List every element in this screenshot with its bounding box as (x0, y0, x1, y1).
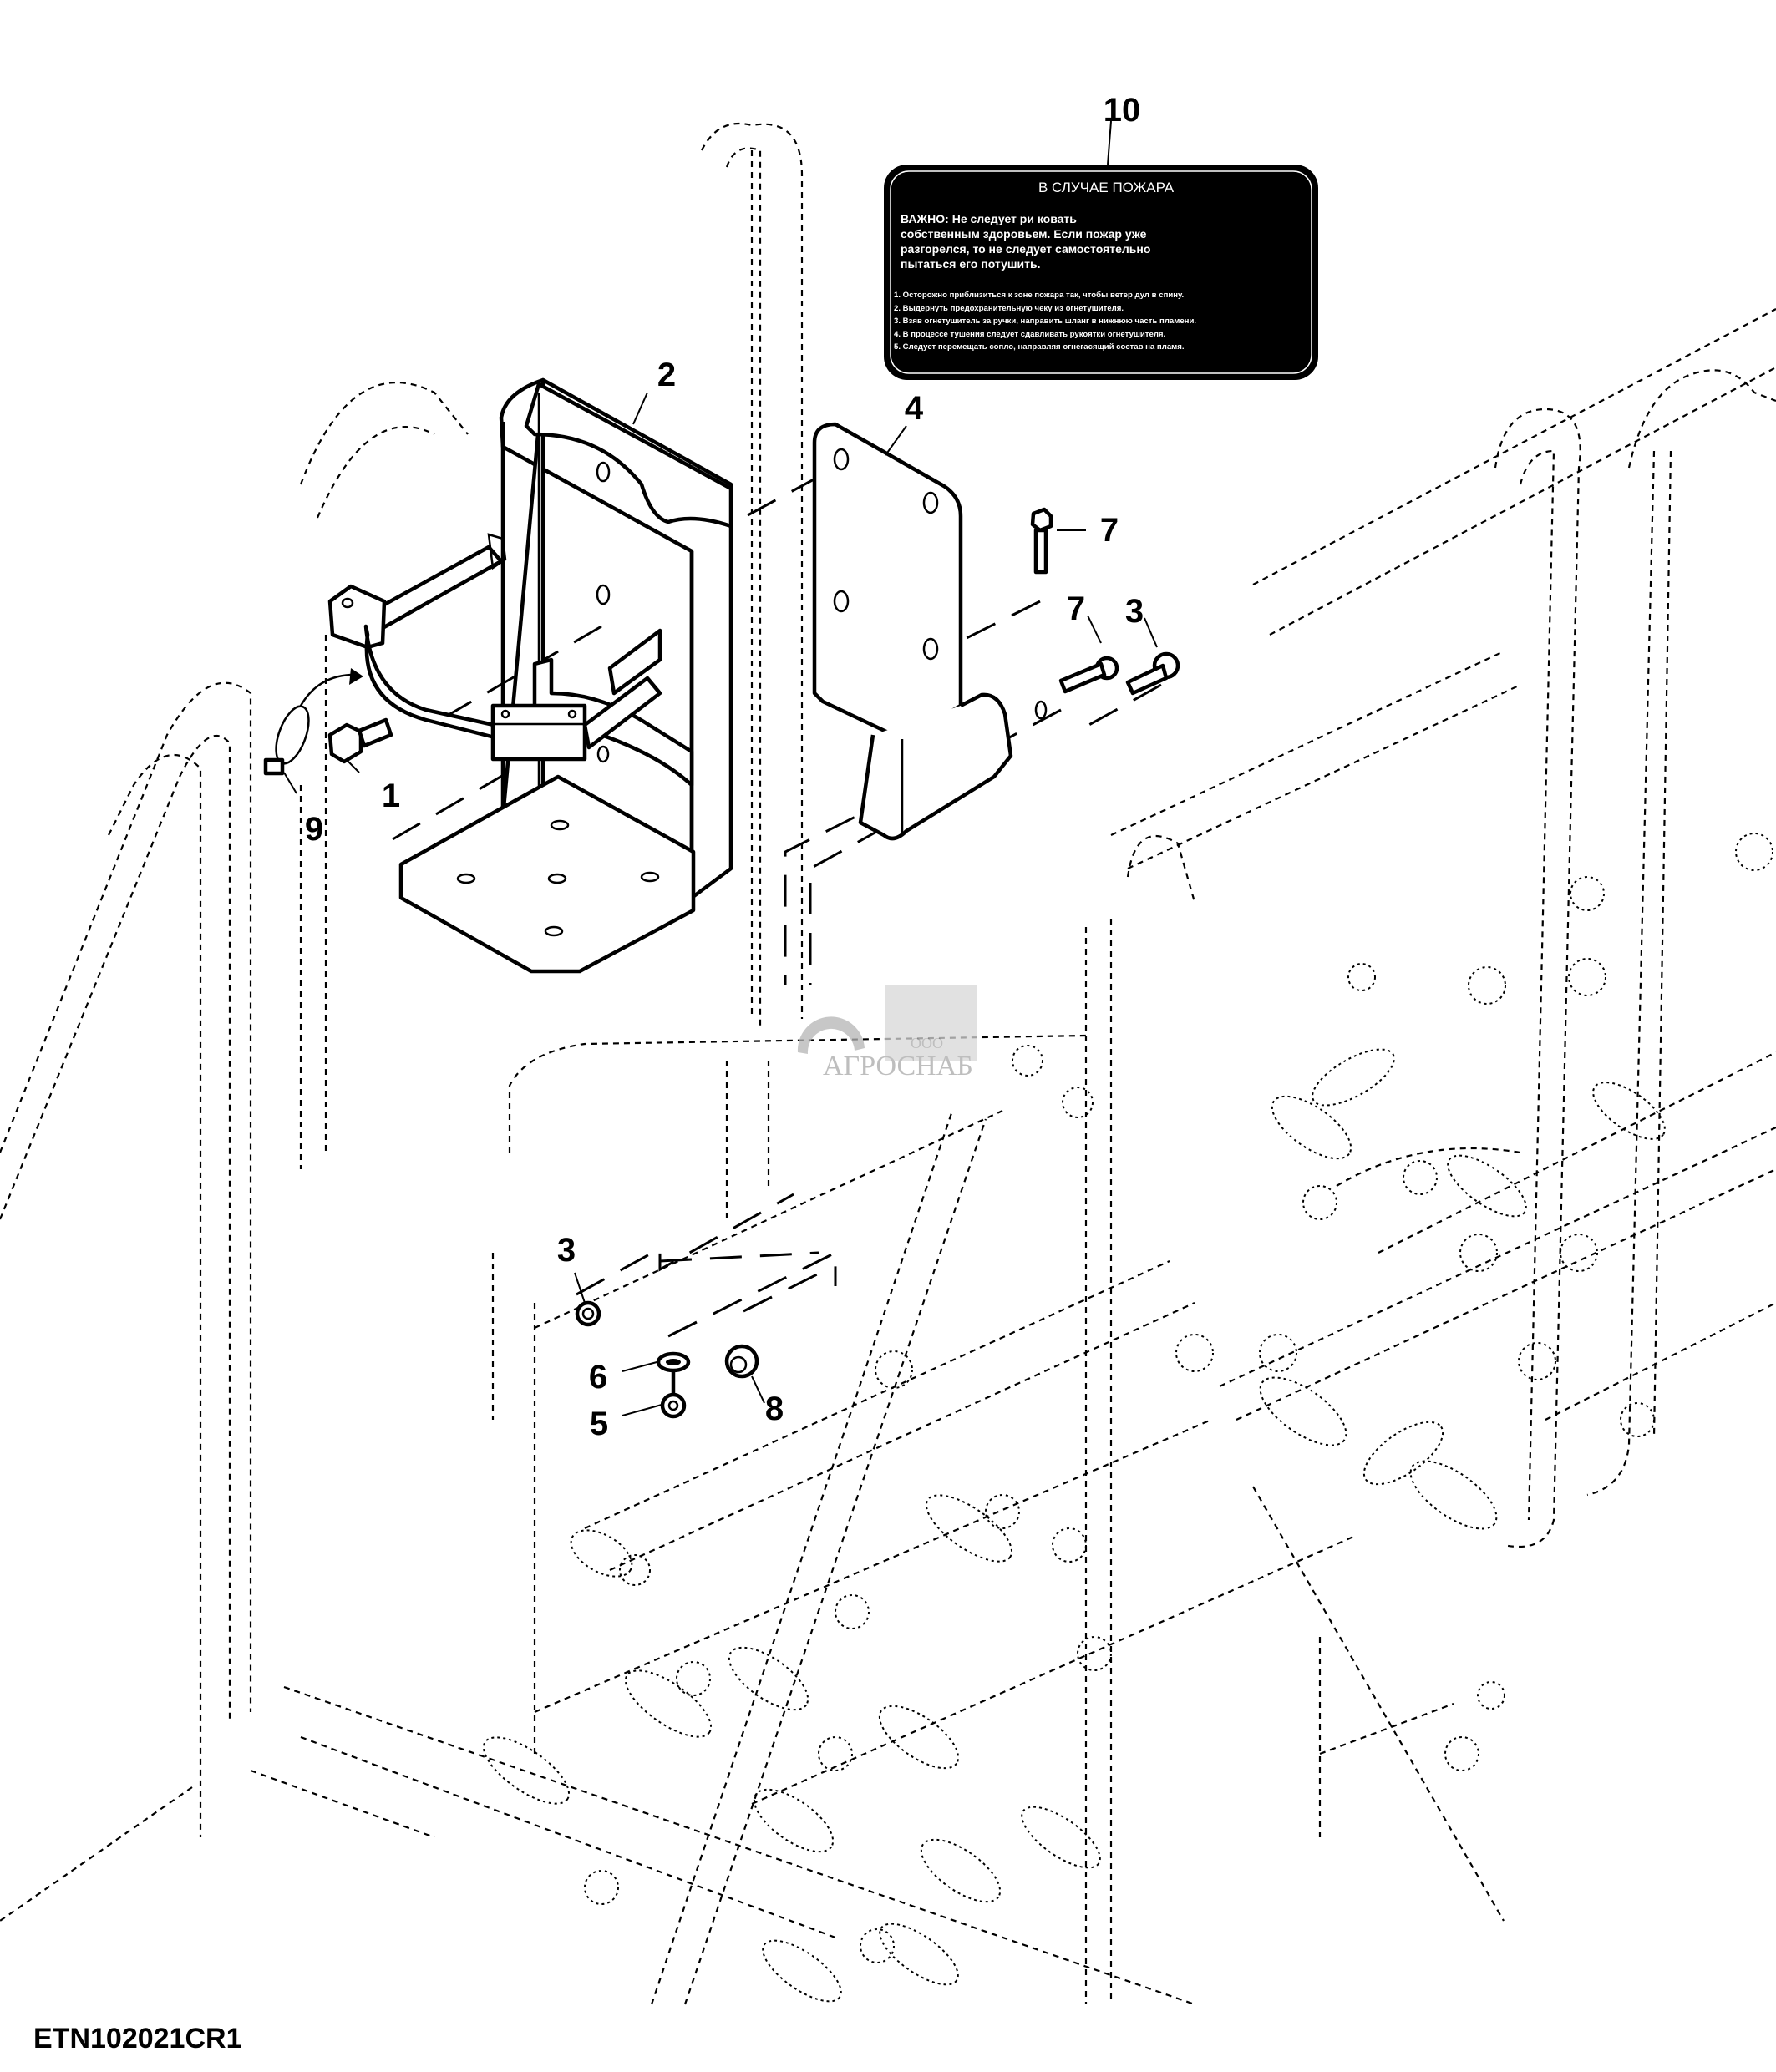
decal-step: 3. Взяв огнетушитель за ручки, направить… (894, 317, 1196, 326)
retaining-pin-9[interactable] (263, 668, 363, 776)
mounting-plate[interactable] (812, 422, 1048, 841)
callout-3-lower[interactable]: 5 (590, 1406, 608, 1442)
callout-labels: 10 2 4 7 7 3 1 9 3 6 5 8 (305, 92, 1144, 1442)
safety-decal[interactable]: В СЛУЧАЕ ПОЖАРА ВАЖНО: Не следует ри ков… (884, 165, 1318, 380)
extinguisher-bracket[interactable] (327, 377, 733, 974)
right-handrail (1494, 408, 1581, 1548)
bolt-7-vertical[interactable] (1030, 507, 1053, 575)
decal-step: 5. Следует перемещать сопло, направляя о… (894, 342, 1185, 352)
decal-important-line: ВАЖНО: Не следует ри ковать (901, 212, 1077, 225)
combine-harvester-icon (885, 985, 977, 1061)
gear-icon (797, 1016, 865, 1054)
callout-3-upper[interactable]: 3 (557, 1232, 576, 1269)
nut-3-lower[interactable] (660, 1370, 687, 1419)
callout-4[interactable]: 3 (1125, 593, 1144, 630)
left-handrail (0, 681, 252, 1712)
callout-1[interactable]: 1 (382, 778, 400, 814)
callout-7-lower[interactable]: 7 (1067, 590, 1085, 627)
left-handrail-inner (0, 734, 231, 1720)
callout-5[interactable]: 4 (905, 390, 924, 427)
leader-lines (283, 120, 1158, 1416)
nut-8[interactable] (724, 1344, 759, 1379)
figure-code: ETN102021CR1 (33, 2023, 241, 2054)
bolt-4[interactable] (1125, 651, 1180, 696)
decal-step: 4. В процессе тушения следует сдавливать… (894, 330, 1165, 339)
callout-8[interactable]: 8 (765, 1391, 784, 1427)
callout-9[interactable]: 9 (305, 811, 323, 848)
watermark-small-text: ООО (911, 1035, 943, 1051)
nut-3-upper[interactable] (575, 1300, 601, 1327)
watermark-logo: ООО АГРОСНАБ (797, 985, 977, 1082)
washer-6[interactable] (656, 1351, 691, 1373)
decal-important-line: собственным здоровьем. Если пожар уже (901, 227, 1147, 241)
upper-handrail-tube (701, 122, 804, 1019)
bolt-7-horizontal[interactable] (1058, 656, 1119, 694)
watermark-brand-text: АГРОСНАБ (823, 1051, 973, 1082)
step-tread-pattern (482, 833, 1773, 2003)
callout-6[interactable]: 6 (589, 1359, 607, 1396)
step-frame (508, 1034, 1087, 1153)
callout-7-upper[interactable]: 7 (1100, 512, 1119, 549)
bracket-base-plate (398, 774, 696, 974)
decal-title: В СЛУЧАЕ ПОЖАРА (1038, 180, 1175, 195)
background-structure (0, 122, 1776, 2006)
decal-important-line: пытаться его потушить. (901, 257, 1041, 271)
decal-important-line: разгорелся, то не следует самостоятельно (901, 242, 1150, 256)
callout-10[interactable]: 10 (1104, 92, 1141, 129)
bolt-1[interactable] (327, 717, 393, 764)
decal-step: 2. Выдернуть предохранительную чеку из о… (894, 304, 1124, 313)
decal-step: 1. Осторожно приблизиться к зоне пожара … (894, 291, 1184, 300)
callout-2[interactable]: 2 (657, 357, 676, 393)
